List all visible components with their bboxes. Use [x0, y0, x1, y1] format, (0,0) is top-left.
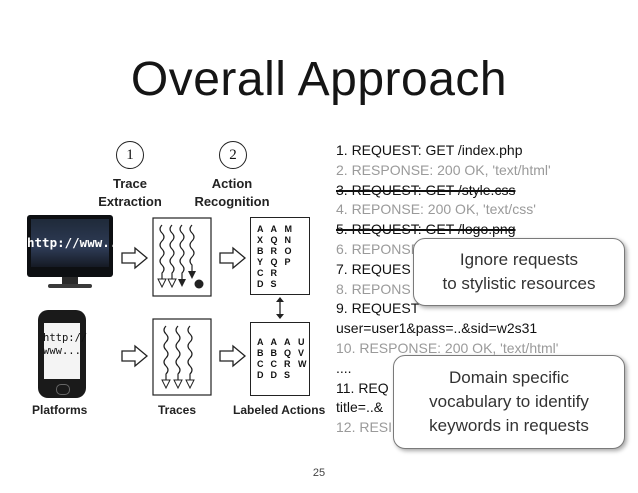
callout-ignore-requests: Ignore requests to stylistic resources [413, 238, 625, 306]
action-bottom-cell: Q [284, 348, 292, 358]
phone-icon: http:// www... [38, 310, 87, 398]
action-top-cell: R [270, 246, 278, 256]
traces-box-top [152, 217, 212, 297]
traces-box-bottom [152, 318, 212, 396]
monitor-screen [31, 219, 109, 267]
action-bottom-cell: A [284, 337, 291, 347]
action-bottom-cell: R [284, 359, 291, 369]
log-line: 4. REPONSE: 200 OK, 'text/css' [336, 201, 536, 218]
step-2-label-line2: Recognition [194, 194, 270, 209]
action-top-cell: P [284, 257, 291, 267]
action-bottom-cell: V [298, 348, 305, 358]
request-log: 1. REQUEST: GET /index.php 2. RESPONSE: … [336, 141, 636, 438]
log-line: 10. RESPONSE: 200 OK, 'text/html' [336, 339, 559, 356]
arrow-icon-top-1 [121, 246, 149, 270]
action-bottom-cell: U [298, 337, 305, 347]
action-bottom-cell: D [270, 370, 278, 380]
action-top-cell [285, 279, 293, 290]
log-line: 1. REQUEST: GET /index.php [336, 142, 523, 158]
action-bottom-cell: B [257, 348, 264, 358]
step-2-label: Action Recognition [182, 175, 282, 211]
action-bottom-cell: A [257, 337, 264, 347]
log-line: 2. RESPONSE: 200 OK, 'text/html' [336, 161, 551, 178]
action-top-cell: C [257, 268, 264, 278]
phone-url-line2: www... [43, 345, 81, 357]
action-bottom-cell: C [270, 359, 278, 369]
action-bottom-cell: A [270, 337, 278, 347]
action-top-cell: M [284, 224, 293, 234]
log-line: 7. REQUES [336, 260, 411, 277]
step-2-circle: 2 [219, 141, 247, 169]
action-top-cell: Y [257, 257, 264, 267]
arrow-icon-bottom-1 [121, 344, 149, 368]
action-top-cell: X [257, 235, 264, 245]
action-bottom-cell: W [298, 359, 307, 369]
action-bottom-cell: B [270, 348, 278, 358]
monitor-stand [62, 277, 78, 285]
slide-title: Overall Approach [130, 53, 508, 106]
action-bottom-cell: C [257, 359, 264, 369]
callout-ignore-line2: to stylistic resources [442, 274, 596, 293]
callout-domain-line3: keywords in requests [429, 416, 589, 435]
phone-screen [44, 323, 80, 379]
log-line: 8. REPONS [336, 280, 411, 297]
log-line: user=user1&pass=..&sid=w2s31 [336, 320, 538, 337]
step-1-label-line1: Trace [113, 176, 147, 191]
action-top-cell: R [270, 268, 278, 278]
callout-ignore-line1: Ignore requests [459, 250, 579, 269]
action-top-cell: D [257, 279, 264, 289]
log-line: .... [336, 359, 352, 376]
action-bottom-cell: D [257, 370, 264, 380]
action-top-cell: A [257, 224, 264, 234]
log-line-struck: 3. REQUEST: GET /style.css [336, 181, 516, 198]
action-top-cell: Q [270, 257, 278, 267]
log-line-struck: 5. REQUEST: GET /logo.png [336, 221, 516, 238]
step-1-label: Trace Extraction [80, 175, 180, 211]
action-top-cell: A [270, 224, 278, 234]
log-line: 9. REQUEST [336, 300, 420, 317]
monitor-base [48, 284, 92, 288]
step-2-label-line1: Action [211, 176, 253, 191]
monitor-icon: http://www... [27, 215, 125, 277]
action-bottom-cell: S [284, 370, 291, 380]
step-1-circle: 1 [116, 141, 144, 169]
callout-domain-line2: vocabulary to identify [429, 392, 589, 411]
action-top-cell: Q [270, 235, 278, 245]
caption-platforms: Platforms [32, 403, 88, 417]
page-number: 25 [312, 467, 326, 479]
arrow-icon-bottom-2 [219, 344, 247, 368]
caption-labeled-actions: Labeled Actions [233, 403, 326, 417]
action-bottom-cell [298, 370, 307, 381]
log-line: title=..& [336, 399, 384, 416]
phone-home-button [56, 384, 70, 395]
arrow-icon-top-2 [219, 246, 247, 270]
caption-traces: Traces [158, 403, 197, 417]
log-line: 12. RESI [336, 419, 393, 436]
log-line: 11. REQ [336, 379, 389, 396]
double-arrow-icon [276, 297, 284, 319]
monitor-url-text: http://www... [27, 235, 125, 250]
action-top-cell: B [257, 246, 264, 256]
callout-domain-line1: Domain specific [448, 368, 569, 387]
action-top-cell: N [284, 235, 292, 245]
log-line: 6. REPONSE [336, 240, 421, 257]
action-top-cell [285, 268, 293, 279]
phone-url-text: http:// www... [43, 332, 87, 358]
callout-domain-vocabulary: Domain specific vocabulary to identify k… [393, 355, 625, 449]
step-1-label-line2: Extraction [98, 194, 162, 209]
phone-url-line1: http:// [43, 332, 88, 344]
action-top-cell: S [270, 279, 277, 289]
action-top-cell: O [284, 246, 292, 256]
